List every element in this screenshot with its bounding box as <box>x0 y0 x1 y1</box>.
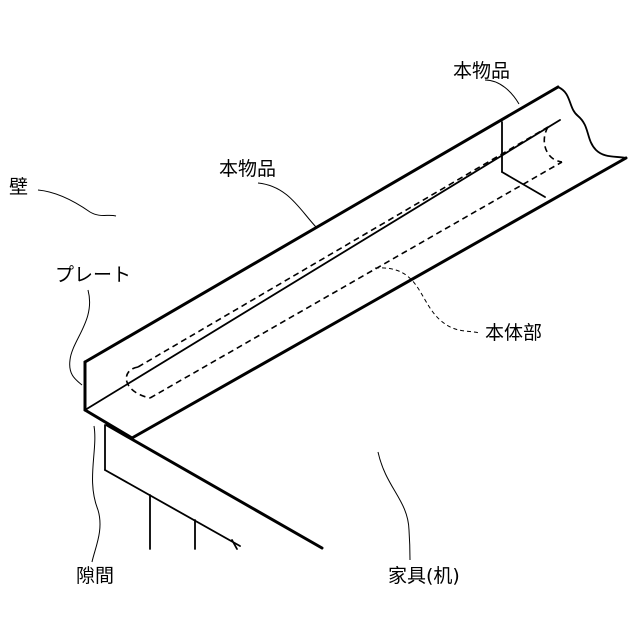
label-furniture: 家具(机) <box>388 565 460 587</box>
label-plate: プレート <box>55 264 131 286</box>
label-product-mid: 本物品 <box>219 158 276 180</box>
label-gap: 隙間 <box>76 565 114 587</box>
hidden-main-body <box>126 127 562 398</box>
label-wall: 壁 <box>9 176 28 198</box>
label-product-top: 本物品 <box>453 60 510 82</box>
furniture-desk <box>105 425 322 549</box>
label-main-body: 本体部 <box>485 322 542 344</box>
